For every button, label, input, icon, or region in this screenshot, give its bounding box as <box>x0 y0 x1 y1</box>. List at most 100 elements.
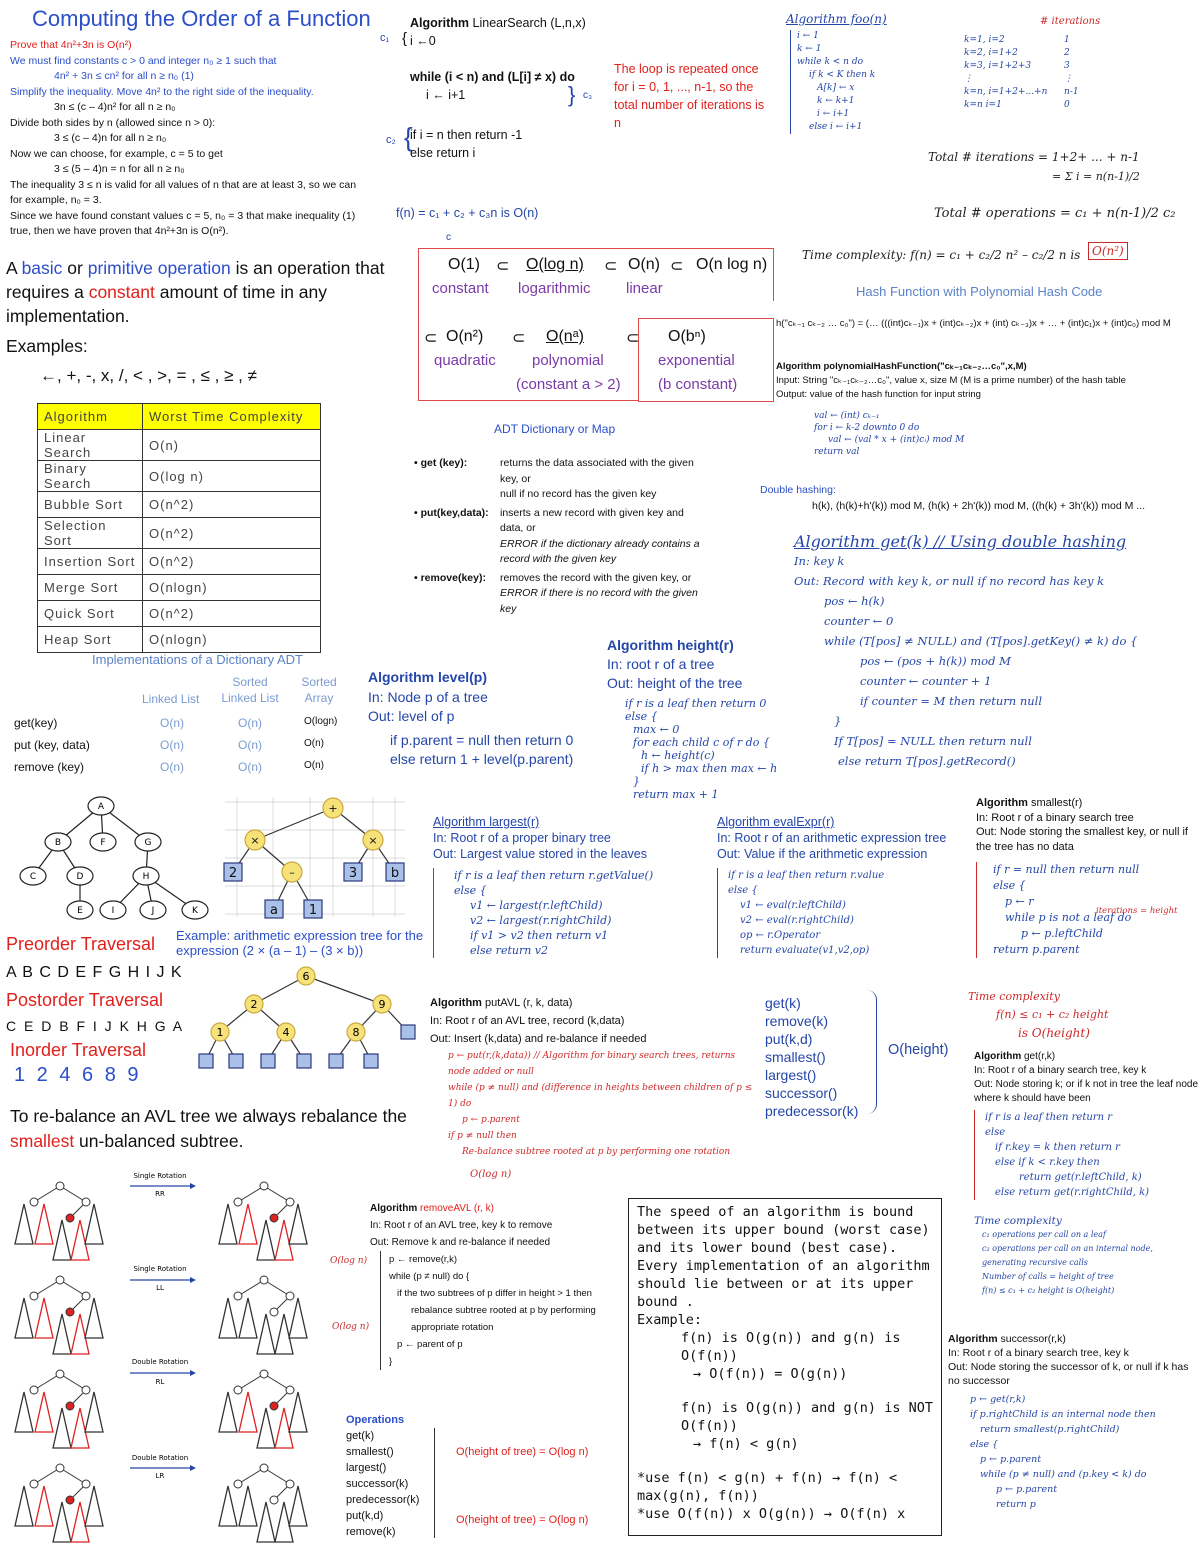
bound-line: The speed of an algorithm is bound betwe… <box>637 1204 930 1310</box>
proof-line: for example, n₀ = 3. <box>10 194 102 206</box>
code-line: else return v2 <box>470 944 549 957</box>
code-line: while (p ≠ null) and (difference in heig… <box>448 1083 753 1109</box>
code-line: c₂ operations per call on an internal no… <box>982 1244 1153 1267</box>
foo-complexity-box: O(n²) <box>1088 242 1128 260</box>
rotation-label-4: Double Rotation <box>132 1454 188 1462</box>
code-line: pos ← (pos + h(k)) mod M <box>860 654 1011 668</box>
expression-tree: + × × – 2 3 b a 1 <box>223 797 405 919</box>
o-log-n: O(log n) <box>526 256 584 273</box>
ls-ret1: if i = n then return -1 <box>410 128 523 142</box>
adt-item: • put(key,data): inserts a new record wit… <box>414 506 754 568</box>
code-line: if r.key = k then return r <box>995 1142 1120 1153</box>
label-c3: c₃ <box>583 90 593 101</box>
o-n-log-n: O(n log n) <box>696 256 768 273</box>
code-line: while p is not a leaf do <box>1005 911 1132 924</box>
complexity-cell: O(log n) <box>142 460 321 492</box>
adt-desc: inserts a new record with given key and … <box>500 506 684 535</box>
code-line: while k < n do <box>797 57 863 67</box>
operation-item: smallest() <box>765 1049 826 1065</box>
o-bn: O(bⁿ) <box>668 328 706 345</box>
avl-subtree-diagram <box>218 1275 308 1355</box>
code-line: } <box>389 1356 393 1367</box>
adt-op: • put(key,data): <box>414 506 489 519</box>
code-line: if r is a leaf then return r <box>985 1112 1112 1123</box>
code-line: for i ← k-2 downto 0 do <box>814 423 920 433</box>
operation-item: predecessor(k) <box>765 1103 859 1119</box>
bst-node-2: 2 <box>251 998 258 1011</box>
adt-desc: ERROR if the dictionary already contains… <box>500 537 700 566</box>
operations-result-1: O(height of tree) = O(log n) <box>456 1446 589 1458</box>
evalexpr-algorithm: Algorithm evalExpr(r) In: Root r of an a… <box>717 814 967 958</box>
expr-node-times-left: × <box>250 834 259 847</box>
adt-item: • get (key):returns the data associated … <box>414 456 754 503</box>
code-line: op ← r.Operator <box>740 930 821 941</box>
double-hashing-label: Double hashing: <box>760 484 836 496</box>
order-title: Computing the Order of a Function <box>32 6 371 31</box>
o-1: O(1) <box>448 256 480 273</box>
proof-line: Since we have found constant values c = … <box>10 209 356 222</box>
code-line: A[k] ← x <box>817 83 855 93</box>
operation-item: get(k) <box>346 1430 375 1442</box>
code-line: return evaluate(v1,v2,op) <box>740 945 870 956</box>
code-line: i ← 1 <box>797 31 819 41</box>
dict-complexity: O(n) <box>304 760 324 771</box>
proof-line: Simplify the inequality. Move 4n² to the… <box>10 85 314 98</box>
smallest-tc-title: Time complexity <box>968 990 1060 1003</box>
dict-complexity: O(n) <box>238 760 262 774</box>
rotation-label-3: Double Rotation <box>132 1358 188 1366</box>
table-header: Worst Time Complexity <box>142 403 321 430</box>
code-line: while (p ≠ null) and (p.key < k) do <box>980 1469 1147 1480</box>
node-c: C <box>30 872 36 882</box>
complexity-cell: O(n^2) <box>142 600 321 627</box>
smallest-algorithm: Algorithm smallest(r) In: Root r of a bi… <box>976 796 1196 958</box>
operation-item: successor(k) <box>346 1478 409 1490</box>
proof-line: 3 ≤ (c – 4)n for all n ≥ n₀ <box>54 132 167 144</box>
rotation-code-3: RL <box>156 1378 165 1386</box>
iteration-row: ⋮⋮ <box>964 74 1073 84</box>
code-line: v2 ← largest(r.rightChild) <box>470 914 612 927</box>
bound-box: The speed of an algorithm is bound betwe… <box>628 1198 942 1536</box>
table-header: Algorithm <box>37 403 143 430</box>
removeavl-cost-2: O(log n) <box>332 1322 370 1332</box>
code-line: return smallest(p.rightChild) <box>980 1424 1120 1435</box>
proof-line: Now we can choose, for example, c = 5 to… <box>10 147 223 160</box>
complexity-cell: O(n^2) <box>142 491 321 518</box>
node-i: I <box>112 906 115 916</box>
dict-complexity: O(logn) <box>304 716 338 727</box>
dict-op: remove (key) <box>14 760 85 774</box>
node-a: A <box>98 802 105 812</box>
removeavl-cost-1: O(log n) <box>330 1256 368 1266</box>
code-line: p ← put(r,(k,data)) // Algorithm for bin… <box>448 1051 736 1077</box>
adt-operations: • get (key):returns the data associated … <box>414 456 754 620</box>
adt-op: • remove(key): <box>414 571 486 584</box>
code-line: h ← height(c) <box>641 749 715 762</box>
bst-node-8: 8 <box>353 1026 360 1039</box>
code-line: if k < K then k <box>809 70 876 80</box>
code-line: if v1 > v2 then return v1 <box>470 929 609 942</box>
ls-loop-note: The loop is repeated once for i = 0, 1, … <box>614 62 765 130</box>
col-sorted-linked-list: Sorted Linked List <box>221 675 279 705</box>
smallest-iter-note: iterations = height <box>1096 906 1178 916</box>
preorder-label: Preorder Traversal <box>6 934 156 954</box>
code-line: return max + 1 <box>633 788 719 801</box>
code-line: else return T[pos].getRecord() <box>838 754 1016 768</box>
ls-fn: f(n) = c₁ + c₂ + c₃n is O(n) <box>396 206 539 220</box>
code-line: else { <box>625 710 658 723</box>
o-na: O(nᵃ) <box>546 328 584 345</box>
ls-c: c <box>446 232 451 243</box>
expr-node-minus: – <box>289 866 295 879</box>
proof-line: The inequality 3 ≤ n is valid for all va… <box>10 178 357 191</box>
bst-tree: 6 2 9 1 4 8 <box>198 966 416 1069</box>
code-line: p ← p.parent <box>996 1484 1058 1495</box>
code-line: if p.rightChild is an internal node then <box>970 1409 1156 1420</box>
expr-leaf-1: 1 <box>309 903 317 918</box>
code-line: while (T[pos] ≠ NULL) and (T[pos].getKey… <box>824 634 1138 648</box>
code-line: p ← p.parent <box>462 1115 520 1125</box>
avl-subtree-diagram <box>14 1275 104 1355</box>
node-h: H <box>143 872 150 882</box>
